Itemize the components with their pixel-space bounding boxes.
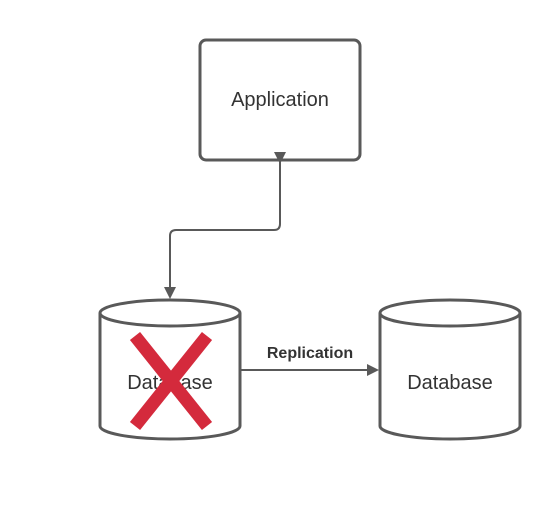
replica-database-label: Database: [407, 372, 493, 394]
application-node: Application: [198, 38, 362, 162]
replica-database-rim: [378, 312, 522, 328]
app-db-connector: [164, 152, 286, 299]
failure-x-icon: [129, 331, 213, 431]
replication-label: Replication: [267, 345, 353, 362]
replica-database-cylinder: [378, 298, 522, 441]
replica-database-node: Database: [378, 298, 522, 441]
primary-database-node: Database: [98, 298, 242, 441]
application-label: Application: [231, 89, 329, 111]
primary-database-rim: [98, 312, 242, 328]
